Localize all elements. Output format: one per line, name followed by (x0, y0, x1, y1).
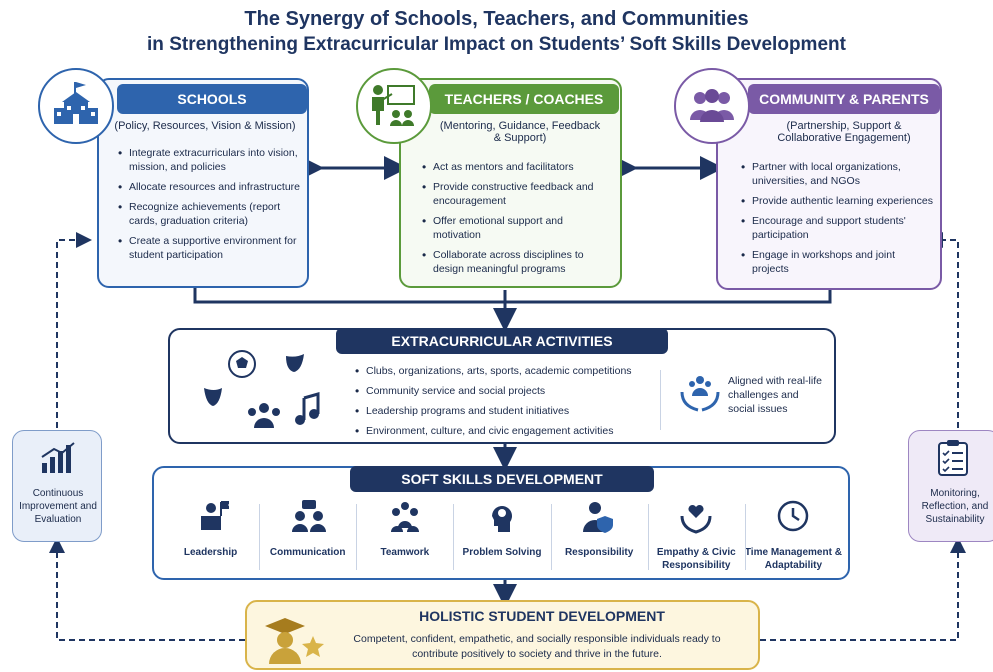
skill-label: Teamwork (380, 547, 430, 558)
list-item: Environment, culture, and civic engageme… (355, 424, 652, 438)
soft-skills-header: SOFT SKILLS DEVELOPMENT (350, 466, 654, 492)
skill-label: Problem Solving (462, 547, 542, 558)
graduate-star-icon (265, 618, 324, 664)
holistic-card: HOLISTIC STUDENT DEVELOPMENT Competent, … (245, 600, 760, 670)
skill-divider (744, 504, 746, 570)
monitoring-box: Monitoring, Reflection, and Sustainabili… (908, 430, 993, 542)
skill-label: Responsibility (564, 547, 634, 558)
soft-skills-card: SOFT SKILLS DEVELOPMENT Leadership Commun… (152, 466, 850, 580)
time-management-icon (775, 500, 811, 537)
teamwork-icon (387, 500, 423, 537)
skills-row: Leadership Communication Teamwork Problem S… (162, 498, 842, 578)
list-item: Create a supportive environment for stud… (118, 234, 301, 262)
list-item: Provide authentic learning experiences (741, 194, 934, 208)
skill-item: Empathy & Civic Responsibility (648, 498, 745, 578)
skill-item: Problem Solving (453, 498, 550, 578)
skill-label: Communication (269, 547, 346, 558)
title-rest: of Schools, Teachers, and Communities (364, 8, 749, 30)
list-item: Offer emotional support and motivation (422, 214, 609, 242)
schools-list: Integrate extracurriculars into vision, … (115, 146, 301, 262)
skill-divider (259, 504, 261, 570)
teachers-subtitle: (Mentoring, Guidance, Feedback & Support… (439, 120, 601, 144)
teachers-list: Act as mentors and facilitators Provide … (419, 160, 609, 276)
extracurricular-card: EXTRACURRICULAR ACTIVITIES Clubs, organi… (168, 328, 836, 444)
left-feedback-bottom (49, 537, 245, 641)
community-header: COMMUNITY & PARENTS (748, 84, 940, 114)
divider (660, 370, 661, 430)
list-item: Encourage and support students' particip… (741, 214, 934, 242)
skill-label: Empathy & Civic Responsibility (656, 547, 736, 571)
aligned-text: Aligned with real-life challenges and so… (728, 375, 822, 415)
list-item: Act as mentors and facilitators (422, 160, 609, 174)
growth-chart-icon (41, 442, 75, 473)
list-item: Provide constructive feedback and encour… (422, 180, 609, 208)
teacher-board-icon (356, 68, 432, 144)
extracurricular-list: Clubs, organizations, arts, sports, acad… (352, 364, 652, 438)
skill-item: Responsibility (551, 498, 648, 578)
responsibility-icon (581, 500, 617, 537)
teachers-card: TEACHERS / COACHES (Mentoring, Guidance,… (399, 78, 622, 288)
community-list: Partner with local organizations, univer… (738, 160, 934, 276)
holistic-header: HOLISTIC STUDENT DEVELOPMENT (419, 608, 665, 624)
list-item: Leadership programs and student initiati… (355, 404, 652, 418)
teachers-header: TEACHERS / COACHES (429, 84, 619, 114)
schools-header: SCHOOLS (117, 84, 307, 114)
skill-divider (550, 504, 552, 570)
schools-card: SCHOOLS (Policy, Resources, Vision & Mis… (97, 78, 309, 288)
list-item: Partner with local organizations, univer… (741, 160, 934, 188)
activity-icons (204, 350, 320, 428)
skill-label: Time Management & Adaptability (744, 547, 842, 571)
extracurricular-header: EXTRACURRICULAR ACTIVITIES (336, 328, 668, 354)
merge-line (193, 288, 832, 304)
community-people-icon (674, 68, 750, 144)
schools-subtitle: (Policy, Resources, Vision & Mission) (114, 120, 296, 132)
list-item: Engage in workshops and joint projects (741, 248, 934, 276)
skill-item: Leadership (162, 498, 259, 578)
continuous-improvement-label: Continuous Improvement and Evaluation (19, 488, 97, 525)
list-item: Recognize achievements (report cards, gr… (118, 200, 301, 228)
left-feedback-top (56, 232, 92, 428)
title-highlight: The Synergy (244, 8, 365, 30)
continuous-improvement-box: Continuous Improvement and Evaluation (12, 430, 102, 542)
school-icon (38, 68, 114, 144)
list-item: Collaborate across disciplines to design… (422, 248, 609, 276)
problem-solving-icon (484, 500, 520, 537)
list-item: Allocate resources and infrastructure (118, 180, 301, 194)
skill-item: Time Management & Adaptability (745, 498, 842, 578)
right-feedback-top (927, 232, 959, 428)
empathy-icon (678, 500, 714, 537)
diagram-title-line2: in Strengthening Extracurricular Impact … (147, 34, 846, 55)
right-feedback-bottom (760, 537, 966, 641)
holistic-text: Competent, confident, empathetic, and so… (353, 633, 721, 660)
skill-item: Teamwork (356, 498, 453, 578)
leadership-icon (193, 500, 231, 537)
skill-label: Leadership (183, 547, 238, 558)
list-item: Integrate extracurriculars into vision, … (118, 146, 301, 174)
monitoring-label: Monitoring, Reflection, and Sustainabili… (921, 488, 989, 525)
community-subtitle: (Partnership, Support & Collaborative En… (777, 120, 911, 144)
skill-divider (356, 504, 358, 570)
clipboard-checklist-icon (938, 440, 968, 476)
list-item: Community service and social projects (355, 384, 652, 398)
community-card: COMMUNITY & PARENTS (Partnership, Suppor… (716, 78, 942, 290)
list-item: Clubs, organizations, arts, sports, acad… (355, 364, 652, 378)
skill-divider (647, 504, 649, 570)
skill-item: Communication (259, 498, 356, 578)
skill-divider (453, 504, 455, 570)
hands-people-icon (680, 376, 720, 412)
diagram-title-line1: The Synergy of Schools, Teachers, and Co… (0, 8, 993, 31)
communication-icon (290, 500, 326, 537)
